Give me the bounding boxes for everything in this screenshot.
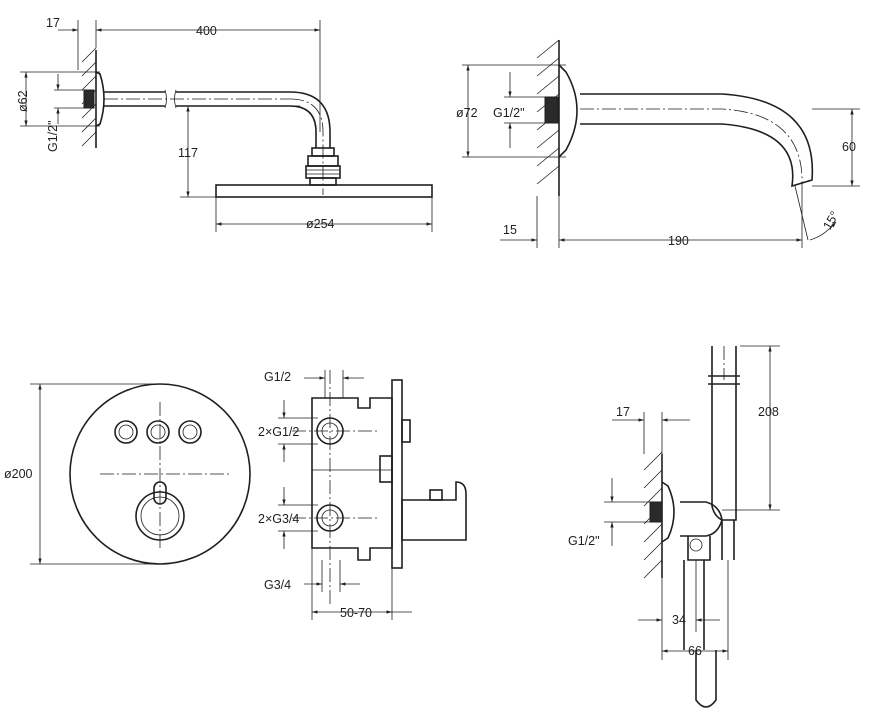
dim-flange-diameter-label: ø62: [16, 90, 30, 112]
push-buttons: [114, 420, 202, 444]
wall-flange: [95, 71, 105, 127]
dim-arm-length-label: 400: [196, 24, 217, 38]
spout-view: 15° ø72 G1/2" 60 15 190: [456, 39, 860, 248]
valve-body-view: G1/2 2×G1/2 2×G3/4 G3/4 50-70: [258, 370, 467, 620]
dim-top-port-label: G1/2: [264, 370, 291, 384]
shower-arm-view: 17 400 ø62 G1/2" 117 ø254: [16, 16, 433, 232]
valve-lever: [401, 481, 467, 541]
hand-thread-nipple: [649, 501, 663, 523]
shower-head: [215, 184, 433, 198]
dim-wall-offset-label: 17: [46, 16, 60, 30]
spout-thread-nipple: [544, 96, 559, 124]
hose-connector: [683, 536, 711, 650]
dim-spout-angle-label: 15°: [820, 209, 842, 232]
dim-drop-label: 117: [178, 146, 198, 160]
trim-plate-view: ø200: [4, 383, 251, 565]
shower-arm: [104, 91, 331, 148]
dim-hand-wall-label: 17: [616, 405, 630, 419]
hand-shower-view: 208 17 G1/2" 34 66: [568, 345, 780, 708]
dim-hand-offset-66-label: 66: [688, 644, 702, 658]
dim-depth-label: 50-70: [340, 606, 372, 620]
dim-hand-height-label: 208: [758, 405, 779, 419]
spout-body: [580, 93, 814, 188]
dim-spout-wall-label: 15: [503, 223, 517, 237]
dim-outlets-three-quarter-label: 2×G3/4: [258, 512, 299, 526]
hose: [695, 650, 717, 708]
dim-spout-flange-label: ø72: [456, 106, 478, 120]
dim-spout-length-label: 190: [668, 234, 689, 248]
dim-bottom-port-label: G3/4: [264, 578, 291, 592]
dim-hand-thread-label: G1/2": [568, 534, 600, 548]
wall-elbow: [680, 501, 723, 537]
dim-hand-offset-34-label: 34: [672, 613, 686, 627]
hand-flange: [661, 481, 675, 543]
spout-flange: [558, 64, 578, 158]
dim-spout-height-label: 60: [842, 140, 856, 154]
dim-arm-thread-label: G1/2": [46, 120, 60, 152]
dim-outlets-half-label: 2×G1/2: [258, 425, 299, 439]
thread-nipple: [83, 89, 95, 109]
dim-spout-thread-label: G1/2": [493, 106, 525, 120]
dim-trim-diameter-label: ø200: [4, 467, 33, 481]
valve-mount-plate: [391, 379, 403, 569]
dim-head-diameter-label: ø254: [306, 217, 335, 231]
